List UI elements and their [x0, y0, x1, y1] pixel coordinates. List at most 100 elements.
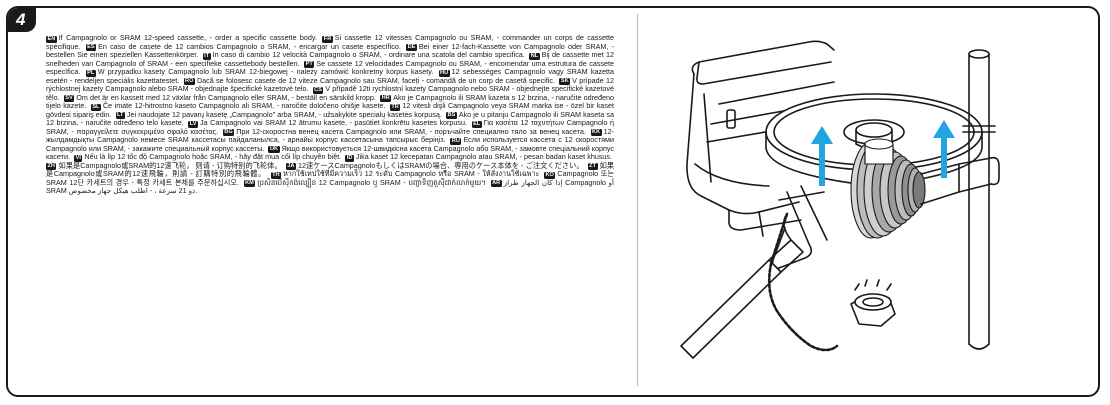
language-badge: SK — [559, 78, 571, 85]
language-badge: SL — [90, 103, 101, 111]
instruction-text: 12 vitesli dişli Campagnolo veya SRAM ma… — [46, 101, 614, 119]
language-badge: EN — [46, 35, 57, 43]
language-badge: RO — [183, 78, 195, 85]
trainer-body — [686, 40, 835, 237]
step-badge: 4 — [8, 8, 36, 32]
language-badge: HR — [380, 95, 392, 102]
instruction-text: Dacă se folosesc casete de 12 viteze Cam… — [196, 75, 556, 85]
instruction-text: W przypadku kasety Campagnolo lub SRAM 1… — [97, 67, 434, 76]
language-badge: KM — [243, 180, 256, 187]
language-badge: BS — [445, 112, 457, 119]
cassette-lockring-tool — [850, 279, 896, 327]
language-badge: NL — [529, 52, 540, 60]
language-badge: CS — [312, 86, 324, 94]
instruction-text: 如果是Campagnolo或SRAM的12速飞轮， 则请 - 订购特别的飞轮体。 — [58, 160, 282, 170]
instruction-text: Bei einer 12-fach-Kassette von Campagnol… — [46, 41, 614, 59]
language-badge: LV — [188, 120, 199, 128]
instruction-text: Campagnolo 또는 SRAM 12단 카세트의 경우 - 특정 카세트 … — [46, 169, 614, 187]
instruction-text: 12-жылдамдықты Campagnolo немесе SRAM ка… — [46, 126, 614, 144]
language-badge: ZT — [587, 163, 598, 170]
instruction-text: Bij de cassette met 12 snelheden van Cam… — [46, 50, 614, 68]
language-badge: UK — [268, 146, 280, 153]
direction-arrow-up-left — [811, 126, 833, 186]
direction-arrows — [811, 120, 955, 186]
language-badge: EL — [471, 120, 482, 128]
instruction-text: Якщо використовується 12-швидкісна касет… — [46, 143, 614, 161]
instruction-text: In caso di cambio 12 velocità Campagnolo… — [212, 50, 525, 59]
instruction-text: 如果是Campagnolo或SRAM的12速飛輪，則請 - 訂購特別的飛輪體。 — [46, 160, 614, 178]
language-badge: TR — [389, 103, 401, 111]
instruction-text: Jei naudojate 12 pavarų kasetę „Campagno… — [126, 109, 442, 119]
language-badge: AR — [490, 180, 502, 187]
instruction-text: Om det är en kassett med 12 växlar från … — [76, 92, 376, 102]
trainer-legs — [771, 49, 1000, 350]
trainer-cassette-illustration — [680, 40, 1000, 359]
language-badge: ES — [85, 44, 97, 51]
instruction-text: En caso de casete de 12 cambios Campagno… — [98, 41, 401, 51]
language-badge: BG — [222, 129, 235, 136]
instruction-text: 12速ケースCampagnoloもしくはSRAMの場合、専用のケース本体を - … — [297, 160, 584, 170]
language-badge: IT — [202, 52, 211, 60]
column-divider — [637, 14, 638, 386]
instruction-text: Jika kaset 12 kecepatan Campagnolo atau … — [355, 152, 612, 161]
instruction-text: 12 sebességes Campagnolo vagy SRAM kazet… — [46, 67, 614, 85]
instruction-text: หากใช้เทปใช้ที่มีความเร็ว 12 ระดับ Campa… — [283, 169, 540, 178]
step-number: 4 — [16, 10, 26, 29]
instruction-text: Če imate 12-hitrostno kaseto Campagnolo … — [102, 101, 386, 110]
language-badge: KK — [590, 129, 602, 136]
instruction-text: Ja Campagnolo vai SRAM 12 ātrumu kasete,… — [200, 118, 468, 127]
language-badge: TH — [270, 171, 282, 179]
language-badge: FR — [322, 35, 333, 43]
language-badge: PL — [85, 69, 96, 77]
language-badge: PT — [304, 61, 315, 68]
instruction-text: Si cassette 12 vitesses Campagnolo ou SR… — [46, 34, 614, 51]
instruction-text: If Campagnolo or SRAM 12-speed cassette,… — [58, 34, 317, 42]
instruction-text: ប្រសិនបើស៊ីកង់ល្បឿន 12 Campagnolo ឬ SRAM… — [257, 177, 486, 187]
chain-whip-tool — [680, 212, 839, 359]
instruction-text: V prípade 12 rýchlostnej kazety Campagno… — [46, 75, 614, 93]
language-badge: RU — [450, 137, 462, 145]
instruction-text: Если используется кассета с 12 скоростям… — [46, 135, 614, 153]
cassette-sprockets — [850, 138, 926, 239]
language-badge: ID — [345, 154, 354, 162]
instruction-text: Για κασέτα 12 ταχυτήτων Campagnolo ή SRA… — [46, 118, 614, 136]
language-badge: VI — [74, 154, 83, 162]
language-badge: KO — [544, 171, 556, 179]
instruction-text: Se cassete 12 velocidades Campagnolo ou … — [46, 58, 614, 76]
instruction-text: Ako je u pitanju Campagnolo ili SRAM kas… — [46, 109, 614, 127]
direction-arrow-up-right — [933, 120, 955, 178]
instruction-text: При 12-скоростна венец касета Campagnolo… — [236, 126, 586, 136]
